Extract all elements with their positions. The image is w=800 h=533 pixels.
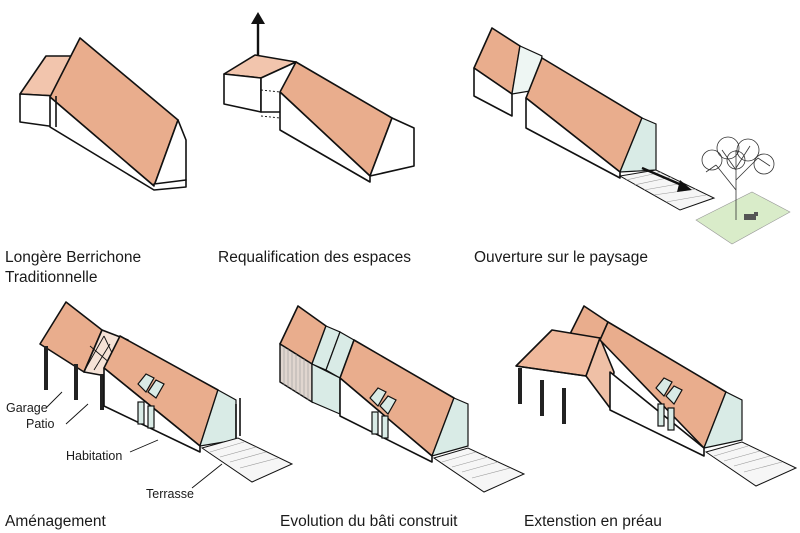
arrow-up-icon xyxy=(251,12,265,24)
annotation-garage: Garage xyxy=(6,401,48,415)
panel-ouverture: Ouverture sur le paysage xyxy=(473,27,791,266)
panel-longere: Longère Berrichone Traditionnelle xyxy=(5,37,187,286)
tree-icon xyxy=(701,136,775,220)
barn-posts xyxy=(44,346,104,410)
annotation-patio: Patio xyxy=(26,417,55,431)
house-extension-illustration xyxy=(515,305,798,487)
panel-longere-caption-line2: Traditionnelle xyxy=(5,269,97,286)
annotation-leaders xyxy=(45,391,223,489)
animal-icon xyxy=(744,212,758,220)
annotation-habitation: Habitation xyxy=(66,449,122,463)
house-requalification-illustration xyxy=(223,12,415,183)
arrow-out-icon xyxy=(677,180,692,192)
panel-longere-caption-line1: Longère Berrichone xyxy=(5,249,141,266)
panel-evolution: Evolution du bâti construit xyxy=(279,305,526,530)
house-ouverture-illustration xyxy=(473,27,791,245)
annotation-terrasse: Terrasse xyxy=(146,487,194,501)
panel-amenagement-caption: Aménagement xyxy=(5,513,107,530)
house-amenagement-illustration xyxy=(39,301,294,489)
panel-amenagement: Garage Patio Habitation Terrasse Aménage… xyxy=(5,301,294,530)
house-evolution-illustration xyxy=(279,305,526,493)
panel-extension: Extenstion en préau xyxy=(515,305,798,530)
house-longere-illustration xyxy=(19,37,187,191)
preau-posts xyxy=(518,368,566,424)
grass-patch xyxy=(695,191,791,245)
panel-requalification: Requalification des espaces xyxy=(218,12,415,266)
panel-ouverture-caption: Ouverture sur le paysage xyxy=(474,249,648,266)
panel-extension-caption: Extenstion en préau xyxy=(524,513,662,530)
panel-requalification-caption: Requalification des espaces xyxy=(218,249,411,266)
panel-evolution-caption: Evolution du bâti construit xyxy=(280,513,458,530)
